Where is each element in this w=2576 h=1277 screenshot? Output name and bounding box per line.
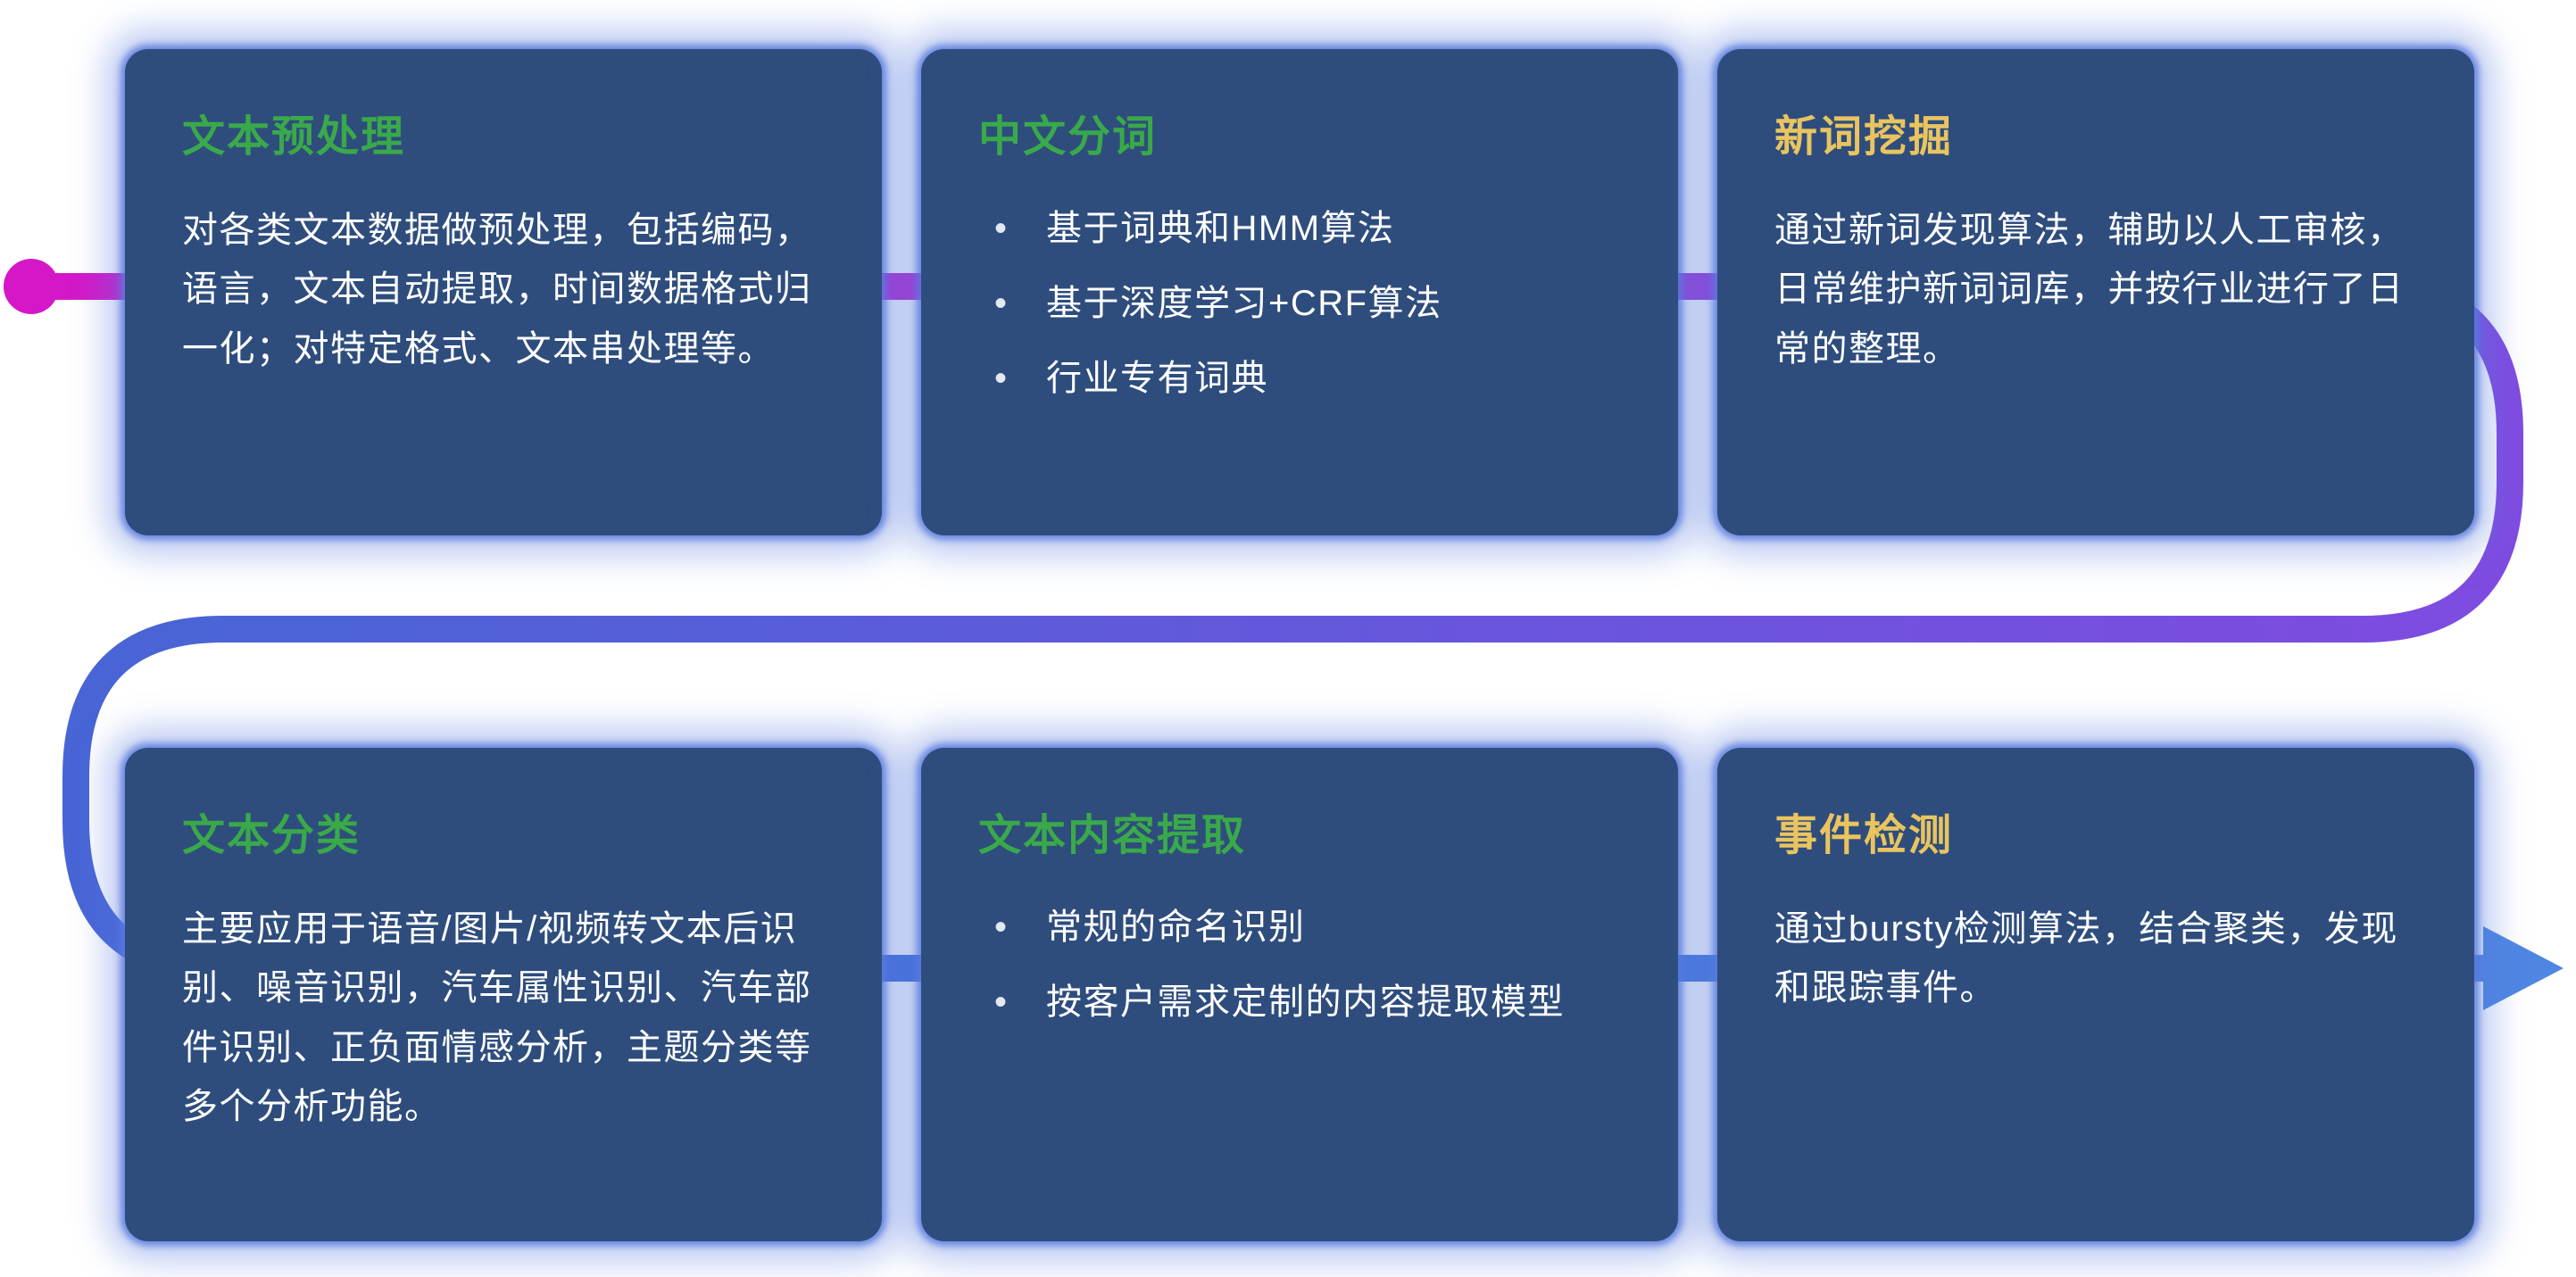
bullet-item: • 按客户需求定制的内容提取模型 xyxy=(994,980,1626,1024)
card-title: 文本预处理 xyxy=(182,113,406,161)
card-bullet-list: • 常规的命名识别 • 按客户需求定制的内容提取模型 xyxy=(978,905,1626,1024)
card-chinese-word-segmentation: 中文分词 • 基于词典和HMM算法 • 基于深度学习+CRF算法 • 行业专有词… xyxy=(921,49,1678,535)
card-content-extraction: 文本内容提取 • 常规的命名识别 • 按客户需求定制的内容提取模型 xyxy=(921,748,1678,1241)
card-title: 文本内容提取 xyxy=(978,812,1247,859)
bullet-icon: • xyxy=(994,284,1009,323)
card-bullet-list: • 基于词典和HMM算法 • 基于深度学习+CRF算法 • 行业专有词典 xyxy=(978,206,1626,401)
card-text-classification: 文本分类 主要应用于语音/图片/视频转文本后识别、噪音识别，汽车属性识别、汽车部… xyxy=(125,748,882,1241)
bullet-icon: • xyxy=(994,209,1009,248)
bullet-item: • 基于词典和HMM算法 xyxy=(994,206,1626,251)
bullet-icon: • xyxy=(994,908,1009,947)
card-body: 主要应用于语音/图片/视频转文本后识别、噪音识别，汽车属性识别、汽车部件识别、正… xyxy=(182,909,812,1127)
card-text-preprocessing: 文本预处理 对各类文本数据做预处理，包括编码，语言，文本自动提取，时间数据格式归… xyxy=(125,49,882,535)
bullet-text: 按客户需求定制的内容提取模型 xyxy=(1046,983,1565,1022)
bullet-text: 基于深度学习+CRF算法 xyxy=(1046,284,1442,323)
bullet-item: • 基于深度学习+CRF算法 xyxy=(994,281,1626,326)
bullet-text: 常规的命名识别 xyxy=(1046,908,1306,947)
card-event-detection: 事件检测 通过bursty检测算法，结合聚类，发现和跟踪事件。 xyxy=(1717,748,2474,1241)
card-body: 对各类文本数据做预处理，包括编码，语言，文本自动提取，时间数据格式归一化；对特定… xyxy=(182,211,812,369)
bullet-item: • 常规的命名识别 xyxy=(994,905,1626,949)
bullet-text: 基于词典和HMM算法 xyxy=(1046,209,1395,248)
card-title: 文本分类 xyxy=(182,812,361,859)
bullet-icon: • xyxy=(994,983,1009,1022)
flow-segment-return xyxy=(62,481,2523,821)
flow-end-arrow-icon xyxy=(2483,926,2564,1010)
bullet-item: • 行业专有词典 xyxy=(994,356,1626,401)
card-body: 通过新词发现算法，辅助以人工审核，日常维护新词词库，并按行业进行了日常的整理。 xyxy=(1774,211,2405,369)
card-title: 新词挖掘 xyxy=(1774,113,1954,161)
bullet-text: 行业专有词典 xyxy=(1046,359,1268,398)
card-title: 中文分词 xyxy=(978,113,1158,161)
card-title: 事件检测 xyxy=(1774,812,1954,859)
card-body: 通过bursty检测算法，结合聚类，发现和跟踪事件。 xyxy=(1774,909,2398,1008)
card-new-word-mining: 新词挖掘 通过新词发现算法，辅助以人工审核，日常维护新词词库，并按行业进行了日常… xyxy=(1717,49,2474,535)
bullet-icon: • xyxy=(994,359,1009,398)
